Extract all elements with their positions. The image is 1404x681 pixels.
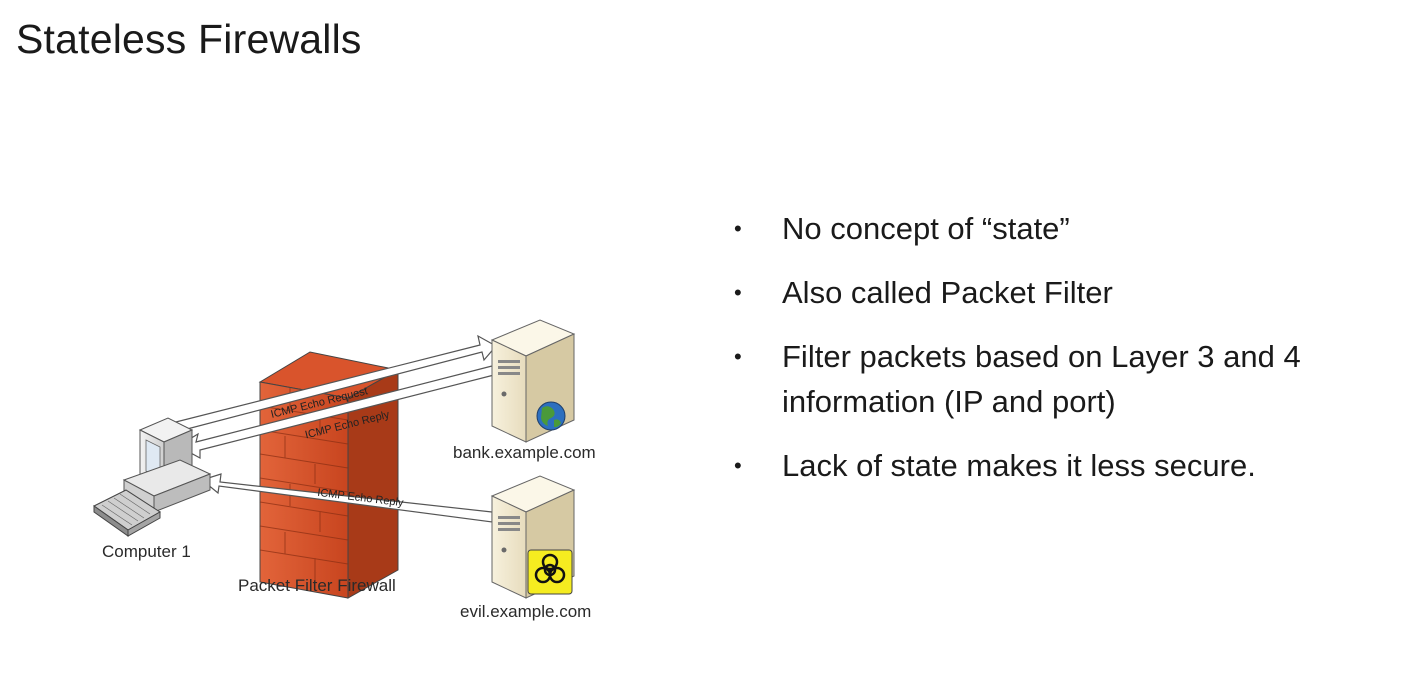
- bullet-text: Also called Packet Filter: [782, 275, 1113, 310]
- biohazard-icon: [527, 549, 573, 595]
- bullet-text: Filter packets based on Layer 3 and 4 in…: [782, 339, 1301, 419]
- bullet-text: Lack of state makes it less secure.: [782, 448, 1256, 483]
- bullet-item: • Also called Packet Filter: [734, 270, 1394, 315]
- firewall-diagram: ICMP Echo Request ICMP Echo Reply ICMP E…: [80, 300, 640, 640]
- arrow-echo-request: [163, 334, 497, 435]
- bullet-item: • Lack of state makes it less secure.: [734, 443, 1394, 488]
- slide-title: Stateless Firewalls: [16, 16, 362, 62]
- globe-icon: [536, 401, 566, 431]
- bullet-item: • No concept of “state”: [734, 206, 1394, 251]
- keyboard-icon: [93, 489, 161, 537]
- bullet-marker: •: [734, 453, 742, 478]
- computer-icon: [122, 417, 212, 513]
- bank-server-label: bank.example.com: [453, 443, 596, 462]
- bullet-marker: •: [734, 344, 742, 369]
- diagram-canvas: ICMP Echo Request ICMP Echo Reply ICMP E…: [93, 319, 576, 599]
- bullet-item: • Filter packets based on Layer 3 and 4 i…: [734, 334, 1394, 424]
- firewall-wall-icon: [258, 351, 400, 599]
- bullet-marker: •: [734, 216, 742, 241]
- bullet-marker: •: [734, 280, 742, 305]
- evil-server-label: evil.example.com: [460, 602, 592, 621]
- firewall-label: Packet Filter Firewall: [238, 576, 396, 595]
- bullet-text: No concept of “state”: [782, 211, 1070, 246]
- bullet-list: • No concept of “state” • Also called Pack…: [734, 206, 1394, 507]
- computer-label: Computer 1: [102, 542, 191, 561]
